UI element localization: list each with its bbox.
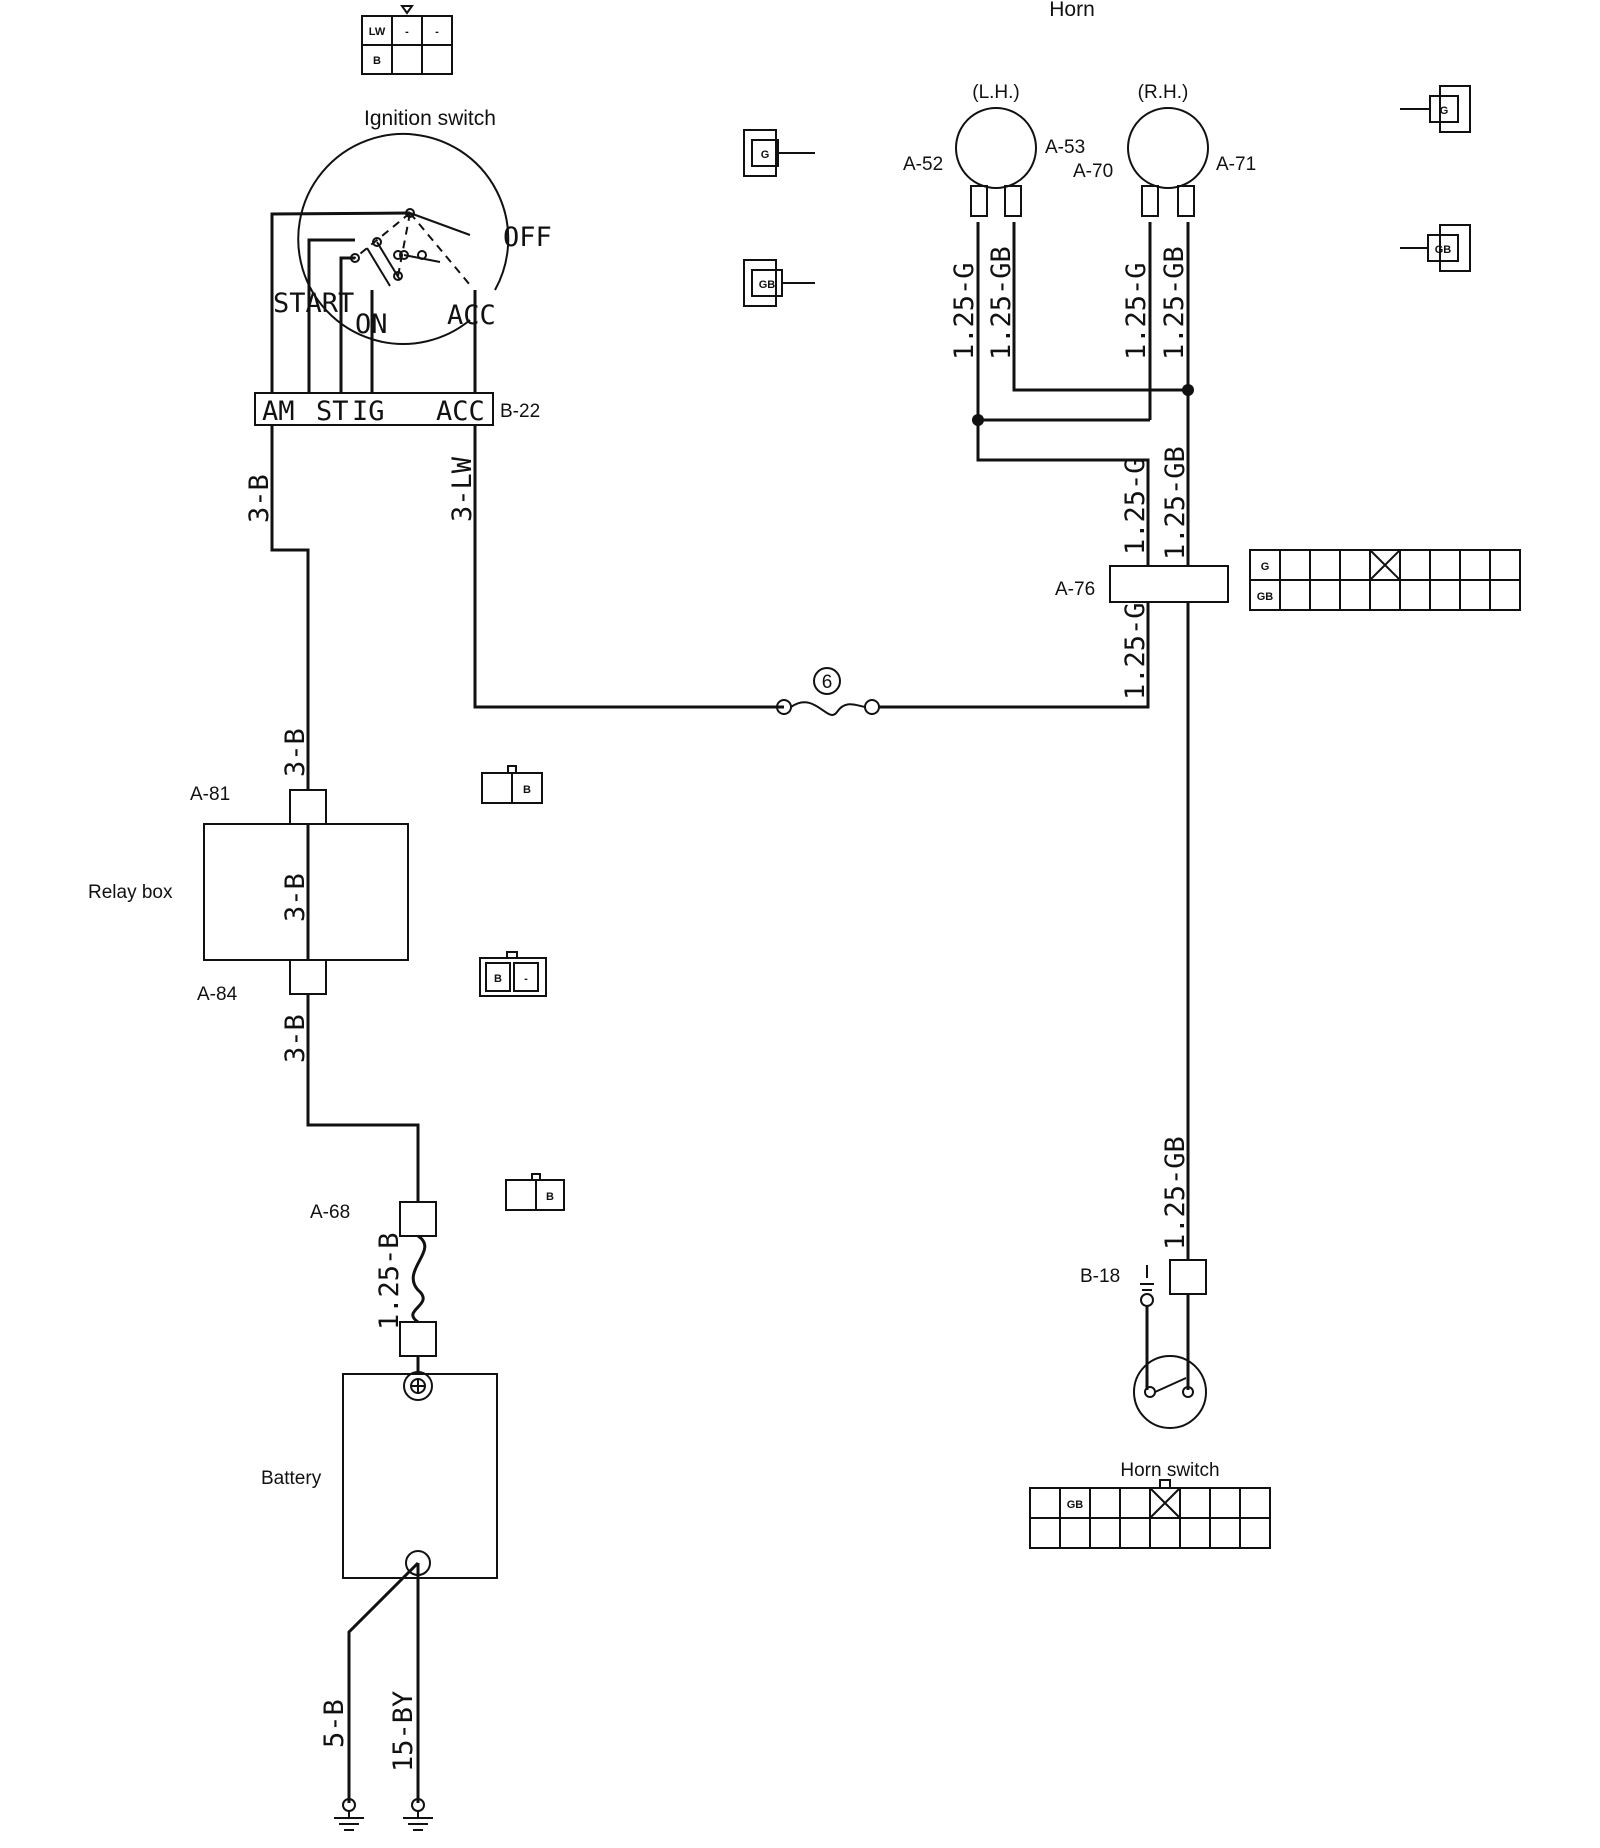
fusible-link (411, 1234, 427, 1324)
wire-5b (347, 1561, 420, 1803)
switch-off-label: OFF (503, 222, 552, 253)
terminal-ig: IG (352, 396, 385, 427)
connector-a68-label: A-68 (310, 1202, 350, 1223)
pin-gb-a76: GB (1257, 591, 1274, 603)
connector-b18-label: B-18 (1080, 1266, 1120, 1287)
connector-b22-label: B-22 (500, 401, 540, 422)
battery-label: Battery (261, 1468, 322, 1489)
wire-label-3b-1: 3-B (244, 474, 275, 523)
horn-switch-label: Horn switch (1120, 1460, 1219, 1481)
pin-dash-1: - (405, 26, 409, 38)
wire-label-15by: 15-BY (388, 1691, 419, 1772)
connector-a81-label: A-81 (190, 784, 230, 805)
ignition-switch-connector-face: LW - - B (361, 5, 453, 75)
connector-a68 (399, 1201, 437, 1237)
pin-g-a76: G (1261, 561, 1270, 573)
pin-lw: LW (369, 26, 386, 38)
pin-b-a68: B (546, 1191, 554, 1203)
terminal-block-b22: AM ST IG ACC (254, 392, 494, 427)
horn-lh (955, 107, 1037, 217)
horn-junctions (972, 222, 1194, 426)
horn-lh-label: (L.H.) (972, 82, 1020, 103)
pin-gb-left: GB (759, 279, 776, 291)
relay-box-label: Relay box (88, 882, 173, 903)
ground-symbol-1 (334, 1798, 364, 1831)
horn-title: Horn (1049, 0, 1095, 21)
wire-label-125g-mid: 1.25-G (1120, 457, 1151, 555)
wire-label-125gb-mid: 1.25-GB (1160, 446, 1191, 560)
pin-g-left: G (761, 149, 770, 161)
fuse-6: 6 (776, 667, 880, 716)
connector-face-a68: B (505, 1173, 565, 1211)
connector-a76-label: A-76 (1055, 579, 1095, 600)
wire-label-125g-lh: 1.25-G (949, 262, 980, 360)
horn-rh (1127, 107, 1209, 217)
wire-label-3b-relay: 3-B (280, 873, 311, 922)
wire-125g-fuse-a76 (879, 602, 1150, 709)
horn-switch (1133, 1294, 1207, 1429)
terminal-am: AM (262, 396, 295, 427)
pin-b: B (373, 55, 381, 67)
wire-label-5b: 5-B (319, 1699, 350, 1748)
wire-label-125b: 1.25-B (374, 1232, 405, 1330)
battery (342, 1356, 498, 1579)
pin-g-right: G (1440, 105, 1449, 117)
wire-3b-upper (270, 425, 310, 790)
pin-b-a81: B (523, 784, 531, 796)
connector-face-a81: B (481, 765, 543, 804)
terminal-st: ST (316, 396, 349, 427)
wire-label-125gb-lower: 1.25-GB (1160, 1136, 1191, 1250)
b18-ground-mark (1140, 1265, 1154, 1307)
connector-a84-label: A-84 (197, 984, 238, 1005)
connector-a53-label: A-53 (1045, 137, 1085, 158)
wire-3b-lower (306, 994, 420, 1202)
connector-face-a76: G GB (1249, 549, 1521, 611)
fuse-number: 6 (822, 672, 833, 693)
connector-a76 (1109, 565, 1229, 603)
wire-label-3b-3: 3-B (280, 1014, 311, 1063)
wire-label-3lw: 3-LW (447, 456, 478, 522)
horn-rh-label: (R.H.) (1138, 82, 1189, 103)
terminal-acc: ACC (436, 396, 485, 427)
wire-label-125gb-lh: 1.25-GB (986, 246, 1017, 360)
ground-symbol-2 (403, 1798, 433, 1831)
connector-face-gb-left: GB (743, 259, 815, 307)
switch-internal-wires (270, 211, 477, 392)
battery-terminal-connector (399, 1321, 437, 1357)
wire-125g-a76-horns (976, 420, 1150, 566)
connector-face-g-right: G (1400, 85, 1471, 133)
pin-dash-2: - (435, 26, 439, 38)
wire-label-125gb-rh: 1.25-GB (1159, 246, 1190, 360)
connector-face-a84: B - (479, 951, 547, 997)
connector-face-g-left: G (743, 129, 815, 177)
switch-acc-label: ACC (447, 300, 496, 331)
connector-a52-label: A-52 (903, 154, 943, 175)
pin-gb-horn-switch: GB (1067, 1499, 1084, 1511)
pin-gb-right: GB (1435, 244, 1452, 256)
connector-face-horn-switch: GB (1029, 1479, 1271, 1549)
wire-label-3b-2: 3-B (280, 728, 311, 777)
pin-dash-a84: - (524, 973, 528, 985)
wire-label-125g-rh: 1.25-G (1121, 262, 1152, 360)
connector-face-gb-right: GB (1400, 224, 1471, 272)
wire-3lw (473, 425, 784, 709)
pin-b-a84: B (494, 973, 502, 985)
connector-a71-label: A-71 (1216, 154, 1256, 175)
connector-b18 (1169, 1259, 1207, 1295)
wire-label-125g-lower: 1.25-G (1120, 602, 1151, 700)
ignition-switch-label: Ignition switch (364, 107, 496, 130)
connector-a70-label: A-70 (1073, 161, 1113, 182)
